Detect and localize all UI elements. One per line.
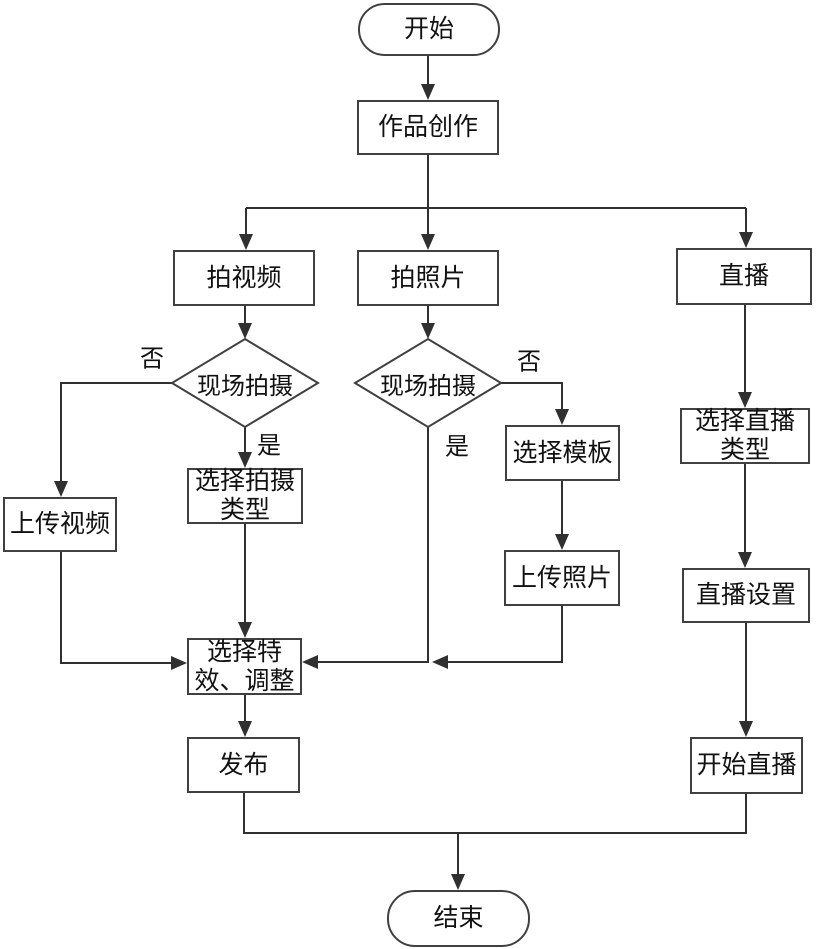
edge-work-creation-branches xyxy=(239,155,753,250)
edge-decision2-yes-to-effects xyxy=(302,427,429,669)
edge-select-type-to-effects xyxy=(238,524,252,638)
node-select-template: 选择模板 xyxy=(505,425,620,481)
edge-effects-to-publish xyxy=(238,695,252,737)
edge-live-to-select-live-type xyxy=(738,305,752,408)
edge-decision1-yes-select-type xyxy=(238,427,252,468)
node-onsite-shooting-video-label: 现场拍摄 xyxy=(197,372,293,400)
decision-onsite-shooting-video xyxy=(170,337,320,429)
node-select-shooting-type: 选择拍摄 类型 xyxy=(187,467,303,524)
edge-label-video-yes: 是 xyxy=(257,432,281,460)
edge-join-to-end xyxy=(243,793,747,890)
node-onsite-shooting-photo-label: 现场拍摄 xyxy=(380,372,476,400)
decision-onsite-shooting-photo xyxy=(353,337,503,429)
node-upload-photo: 上传照片 xyxy=(504,550,620,606)
edge-photo-to-decision xyxy=(421,306,435,339)
node-live: 直播 xyxy=(676,248,812,305)
edge-decision1-no-upload-video xyxy=(54,382,172,497)
edge-decision2-no-select-template xyxy=(501,382,569,425)
node-live-settings: 直播设置 xyxy=(682,568,810,623)
node-work-creation: 作品创作 xyxy=(357,100,499,155)
edge-live-type-to-settings xyxy=(738,464,752,568)
node-upload-video: 上传视频 xyxy=(3,497,117,552)
node-publish: 发布 xyxy=(187,737,300,793)
node-select-live-type: 选择直播 类型 xyxy=(680,407,810,464)
edge-label-video-no: 否 xyxy=(140,345,164,373)
edge-settings-to-start-live xyxy=(739,623,753,737)
node-start-live: 开始直播 xyxy=(690,737,803,794)
edge-upload-photo-to-junction xyxy=(432,606,563,669)
edge-upload-video-to-effects xyxy=(60,552,187,670)
edge-label-photo-yes: 是 xyxy=(445,433,469,461)
edge-start-to-work-creation xyxy=(421,56,435,100)
node-select-effects-adjust: 选择特 效、调整 xyxy=(187,638,302,695)
node-shoot-video: 拍视频 xyxy=(173,250,315,306)
node-end-terminator: 结束 xyxy=(387,890,530,947)
edge-template-to-upload-photo xyxy=(555,481,569,550)
edge-video-to-decision xyxy=(238,306,252,339)
node-start-terminator: 开始 xyxy=(358,3,500,56)
edge-label-photo-no: 否 xyxy=(517,348,541,376)
node-take-photo: 拍照片 xyxy=(357,250,499,306)
